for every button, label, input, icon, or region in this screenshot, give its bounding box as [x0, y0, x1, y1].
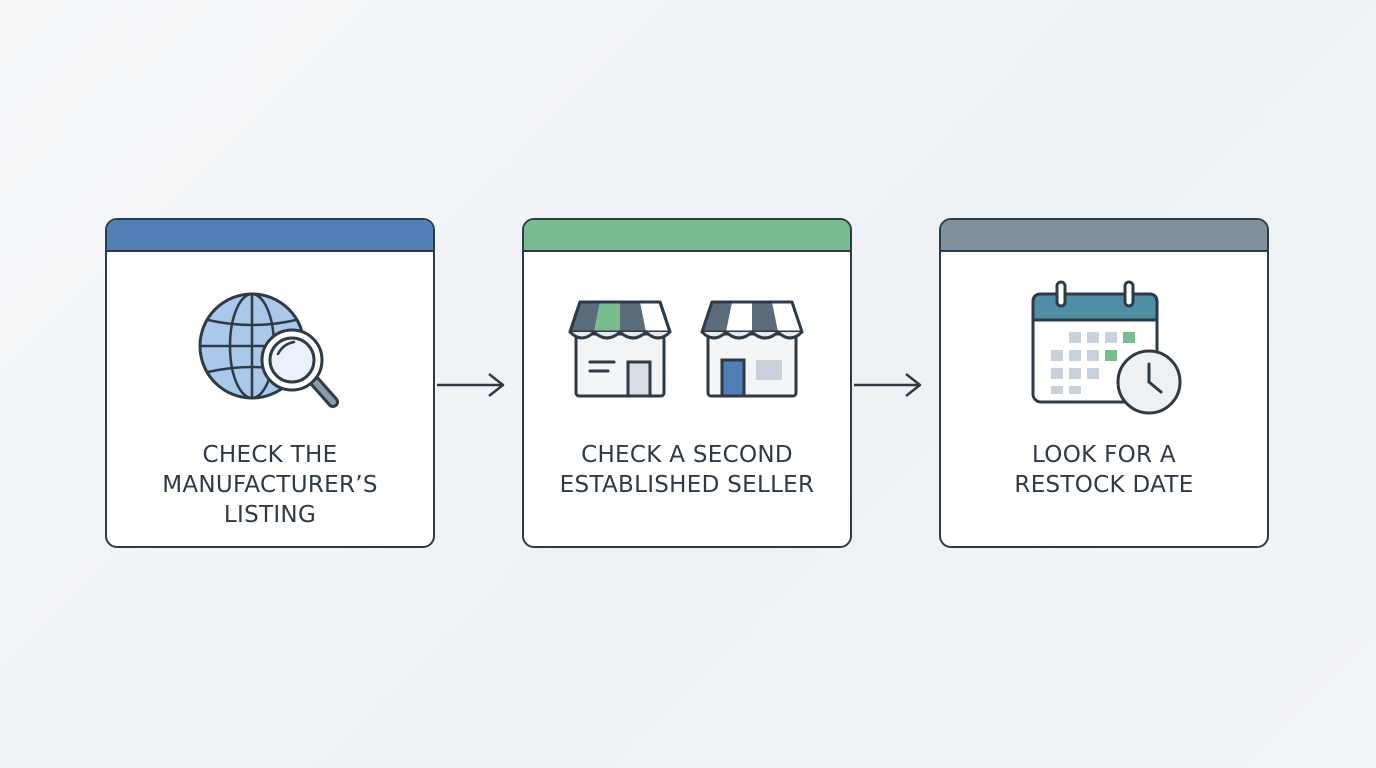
step-label: CHECK A SECOND ESTABLISHED SELLER	[559, 442, 815, 498]
globe-search-icon	[107, 278, 433, 418]
step-card-second-seller: CHECK A SECOND ESTABLISHED SELLER	[522, 218, 852, 548]
arrow-right-icon	[854, 373, 922, 397]
step-label: CHECK THE MANUFACTURER’S LISTING	[162, 442, 378, 528]
step-label: LOOK FOR A RESTOCK DATE	[1014, 442, 1194, 498]
calendar-clock-icon	[941, 278, 1267, 418]
step-accent-bar	[941, 220, 1267, 252]
step-accent-bar	[524, 220, 850, 252]
arrow-right-icon	[437, 373, 505, 397]
storefront-icon	[524, 278, 850, 418]
step-card-restock: LOOK FOR A RESTOCK DATE	[939, 218, 1269, 548]
step-accent-bar	[107, 220, 433, 252]
step-card-manufacturer: CHECK THE MANUFACTURER’S LISTING	[105, 218, 435, 548]
